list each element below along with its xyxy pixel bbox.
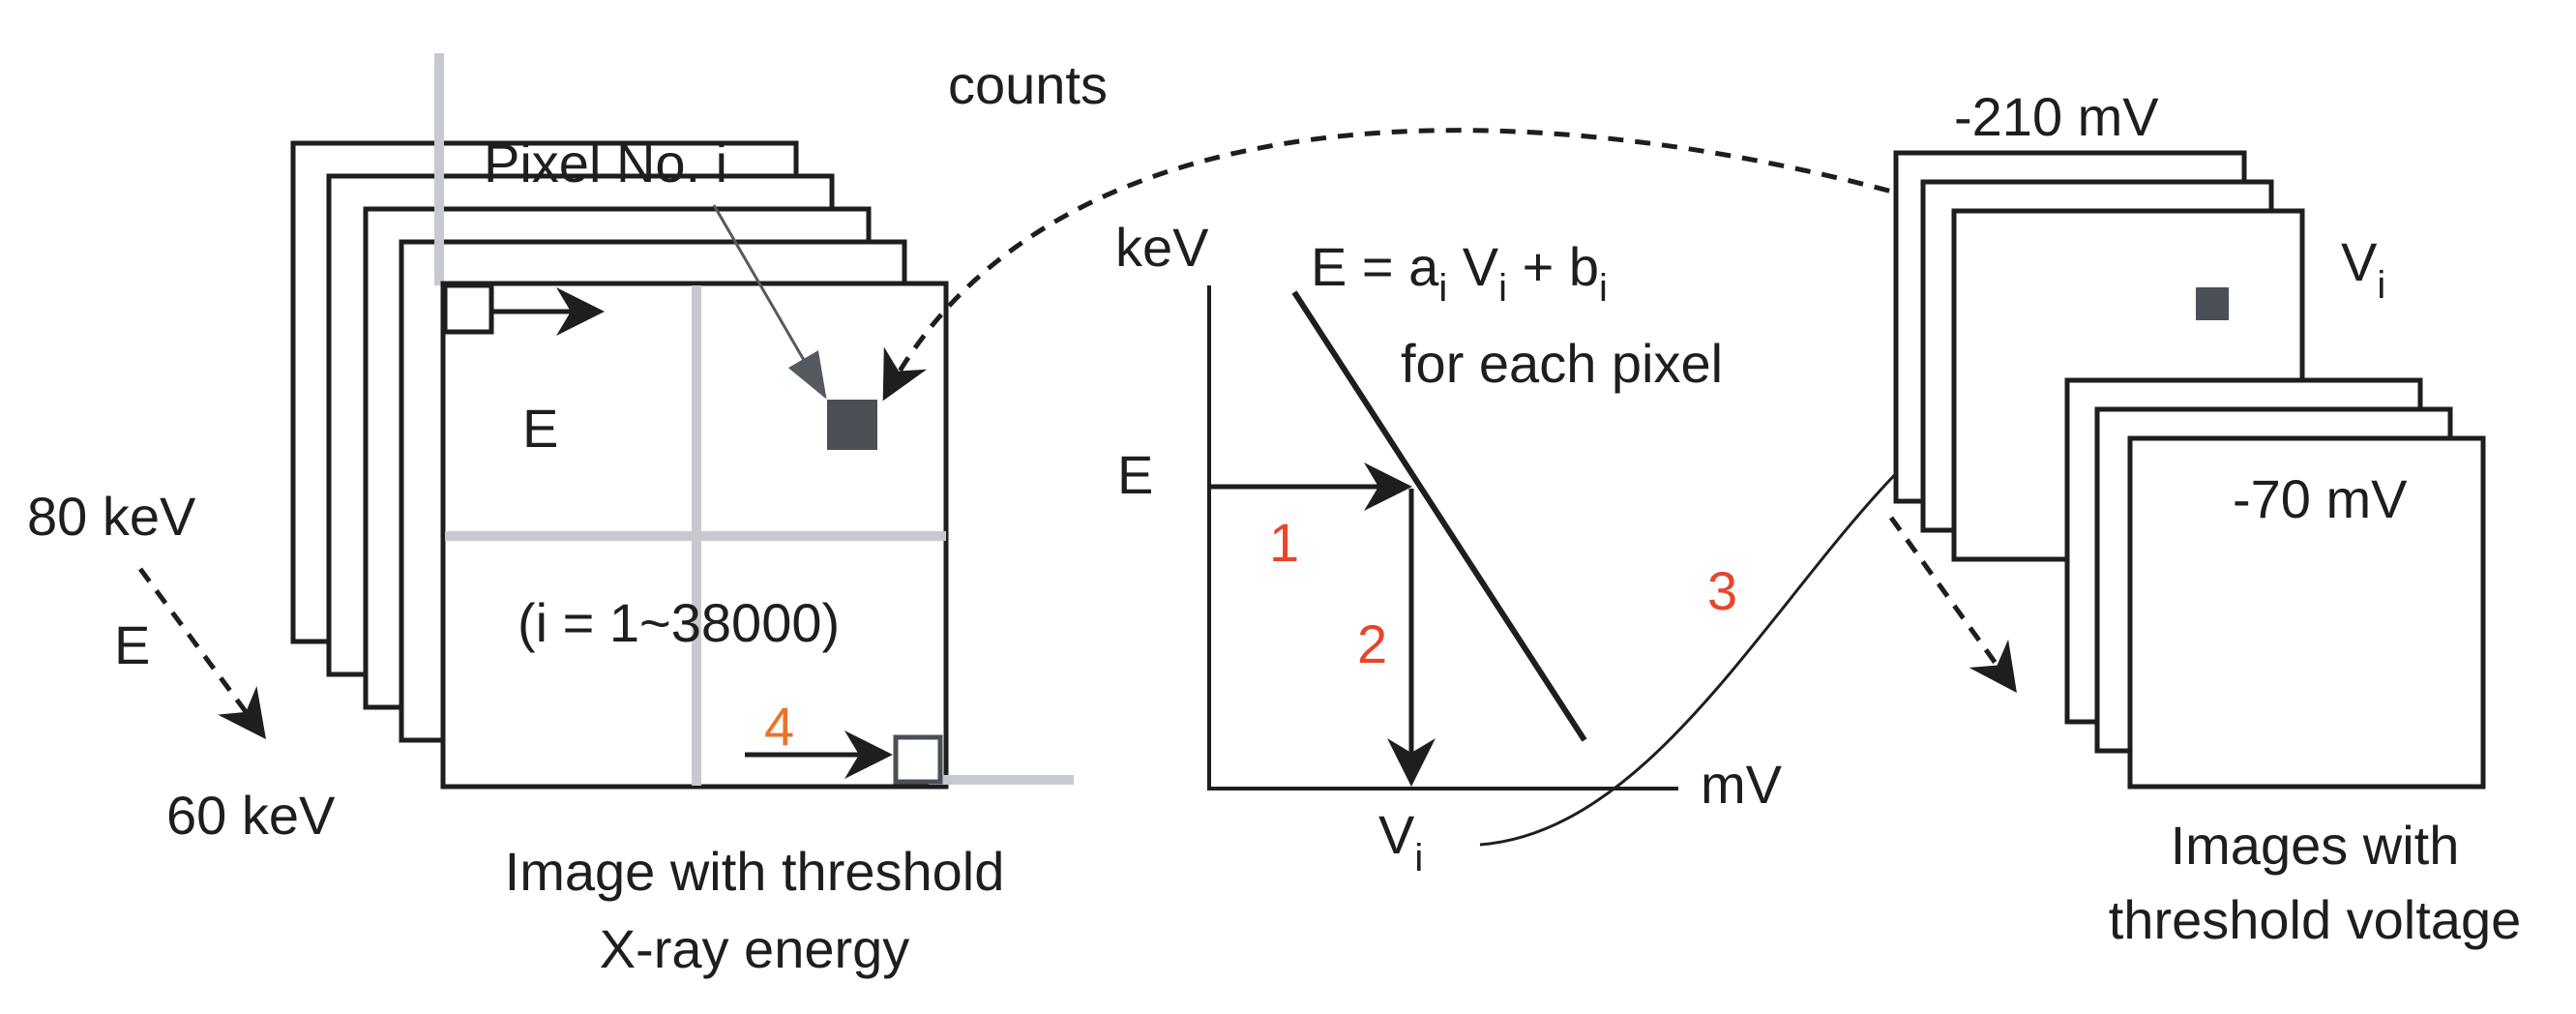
voltage-frame-bottom-3 (2127, 435, 2486, 790)
step-1-label: 1 (1269, 512, 1299, 573)
voltage-top-label: -210 mV (1954, 86, 2159, 147)
equation-sub-a: i (1438, 267, 1447, 310)
right-caption-line2: threshold voltage (2109, 889, 2522, 950)
voltage-dashed-arrow (1888, 516, 2017, 694)
energy-top-label: 80 keV (27, 486, 196, 547)
calibration-equation: E = ai Vi + bi (1311, 236, 1608, 310)
graph-vi-label: Vi (1378, 804, 1423, 880)
voltage-image-stack-bottom (2064, 377, 2486, 790)
equation-part-v: V (1447, 236, 1499, 297)
equation-sub-b: i (1599, 267, 1608, 310)
for-each-pixel-label: for each pixel (1401, 333, 1723, 394)
energy-dashed-arrow (137, 567, 266, 740)
graph-energy-marker: E (1117, 444, 1153, 505)
counts-label: counts (948, 54, 1108, 115)
scan-start-pixel (442, 283, 494, 335)
pixel-number-label: Pixel No. i (484, 133, 727, 194)
equation-sub-v: i (1498, 267, 1507, 310)
graph-vi-main: V (1378, 804, 1415, 865)
step-4-label: 4 (764, 696, 794, 757)
pixel-range-label: (i = 1~38000) (518, 592, 840, 653)
voltage-pixel-square (2196, 287, 2229, 320)
energy-axis-label: E (114, 614, 150, 675)
pixel-label-pointer (712, 204, 827, 400)
left-caption-line2: X-ray energy (600, 918, 910, 979)
voltage-vi-sub: i (2377, 264, 2385, 307)
energy-bottom-label: 60 keV (166, 785, 336, 846)
voltage-vi-main: V (2341, 231, 2378, 292)
graph-x-axis-label: mV (1701, 754, 1783, 815)
calibration-line (1291, 290, 1587, 742)
pixel-i-square (827, 400, 877, 450)
graph-vi-sub: i (1414, 837, 1423, 880)
step-3-label: 3 (1707, 560, 1737, 621)
stacked-frame-5 (406, 68, 416, 77)
voltage-bottom-label: -70 mV (2233, 468, 2408, 529)
left-caption-line1: Image with threshold (505, 841, 1005, 902)
equation-part-e: E = a (1311, 236, 1439, 297)
right-caption-line1: Images with (2171, 815, 2460, 876)
scan-end-pixel (893, 734, 943, 785)
frame-energy-label: E (522, 398, 558, 459)
graph-y-axis-label: keV (1115, 217, 1209, 278)
voltage-vi-label: Vi (2341, 231, 2385, 307)
step-2-label: 2 (1357, 613, 1387, 674)
equation-part-b: + b (1507, 236, 1599, 297)
